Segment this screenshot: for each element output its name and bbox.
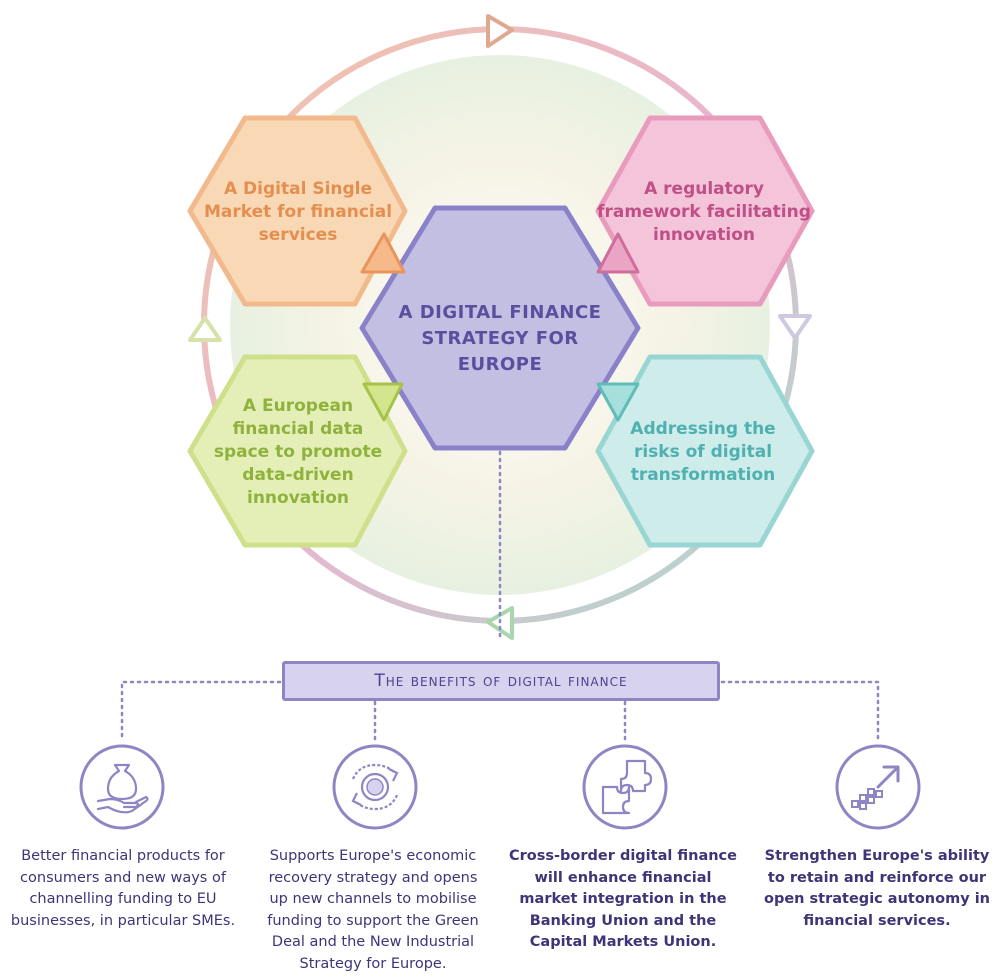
benefits-banner-label: The benefits of digital finance [374, 671, 628, 691]
connector-right [720, 680, 880, 742]
label-line: data-driven [242, 465, 354, 485]
tab-arrow-bottom-left-icon [362, 382, 404, 422]
tab-arrow-top-left-icon [360, 232, 406, 274]
hex-digital-risks [595, 354, 815, 548]
benefit-text-recovery: Supports Europe's economic recovery stra… [267, 848, 479, 972]
hex-center [359, 205, 641, 451]
ring-arrow-right-icon [778, 314, 812, 340]
label-line: Addressing the [630, 419, 776, 439]
label-line: financial data [232, 419, 364, 439]
label-digital-risks: Addressing the risks of digital transfor… [605, 418, 801, 487]
label-line: services [258, 225, 338, 245]
label-european-data-space: A European financial data space to promo… [200, 395, 396, 510]
center-title: A DIGITAL FINANCE STRATEGY FOR EUROPE [380, 300, 620, 378]
money-bag-hand-icon [79, 744, 165, 830]
benefit-connectors [120, 680, 880, 742]
puzzle-pieces-icon [582, 744, 668, 830]
circular-arrows-gear-icon [332, 744, 418, 830]
connector-left [120, 680, 282, 742]
center-title-line: A DIGITAL FINANCE [398, 302, 602, 323]
benefit-text-integration: Cross-border digital finance will enhanc… [509, 848, 737, 950]
label-line: innovation [247, 488, 349, 508]
benefits-banner: The benefits of digital finance [282, 661, 720, 701]
hex-regulatory-framework [595, 115, 815, 307]
label-line: innovation [653, 225, 755, 245]
ring-arrow-left-icon [188, 316, 222, 342]
benefit-text-consumers: Better financial products for consumers … [10, 848, 236, 929]
hex-digital-single-market [187, 115, 408, 307]
strategy-diagram [187, 14, 815, 640]
tab-arrow-top-right-icon [596, 232, 640, 274]
hex-european-data-space [187, 354, 408, 548]
ring-arrow-top-icon [486, 14, 514, 48]
center-title-line: STRATEGY FOR EUROPE [421, 328, 579, 375]
label-regulatory-framework: A regulatory framework facilitating inno… [592, 178, 816, 247]
label-line: space to promote [213, 442, 383, 462]
label-line: A regulatory [644, 179, 764, 199]
label-line: A European [242, 396, 354, 416]
label-line: risks of digital [633, 442, 773, 462]
growth-arrow-icon [835, 744, 921, 830]
label-digital-single-market: A Digital Single Market for financial se… [200, 178, 396, 247]
label-line: A Digital Single [223, 179, 373, 199]
label-line: transformation [630, 465, 776, 485]
label-line: framework facilitating [597, 202, 811, 222]
tab-arrow-bottom-right-icon [596, 382, 640, 422]
label-line: Market for financial [203, 202, 393, 222]
benefit-text-autonomy: Strengthen Europe's ability to retain an… [764, 848, 990, 929]
